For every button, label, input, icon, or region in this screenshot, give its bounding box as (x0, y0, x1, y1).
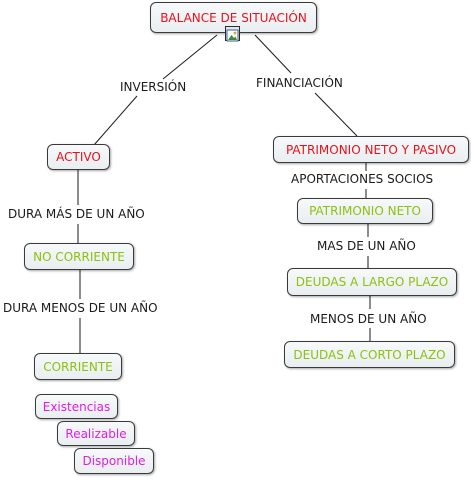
link-label-menos-de-un-ano: MENOS DE UN AÑO (309, 312, 428, 326)
connector-root-to-inversion (162, 34, 218, 80)
link-label-inversion: INVERSIÓN (119, 80, 188, 94)
node-corriente[interactable]: CORRIENTE (34, 353, 122, 380)
connector-inversion-to-activo (93, 95, 138, 146)
link-label-dura-menos-de-un-ano: DURA MENOS DE UN AÑO (2, 301, 159, 315)
link-label-mas-de-un-ano: MAS DE UN AÑO (316, 239, 417, 253)
image-resource-icon[interactable] (225, 26, 240, 42)
node-activo[interactable]: ACTIVO (47, 144, 110, 170)
node-realizable[interactable]: Realizable (57, 421, 135, 446)
link-label-financiacion: FINANCIACIÓN (255, 76, 344, 90)
node-patrimonio-neto[interactable]: PATRIMONIO NETO (297, 198, 433, 224)
node-deudas-a-corto-plazo[interactable]: DEUDAS A CORTO PLAZO (284, 341, 455, 368)
node-no-corriente[interactable]: NO CORRIENTE (24, 243, 134, 270)
connector-root-to-financiacion (254, 34, 292, 74)
node-disponible[interactable]: Disponible (74, 448, 154, 474)
node-existencias[interactable]: Existencias (35, 394, 118, 419)
node-balance-de-situacion[interactable]: BALANCE DE SITUACIÓN (150, 2, 317, 33)
link-label-aportaciones-socios: APORTACIONES SOCIOS (290, 172, 435, 186)
image-resource-glyph (226, 29, 239, 42)
node-patrimonio-neto-y-pasivo[interactable]: PATRIMONIO NETO Y PASIVO (273, 136, 469, 163)
link-label-dura-mas-de-un-ano: DURA MÁS DE UN AÑO (7, 207, 146, 221)
connector-financiacion-to-patrimonio-pasivo (314, 92, 358, 137)
node-deudas-a-largo-plazo[interactable]: DEUDAS A LARGO PLAZO (287, 268, 457, 296)
